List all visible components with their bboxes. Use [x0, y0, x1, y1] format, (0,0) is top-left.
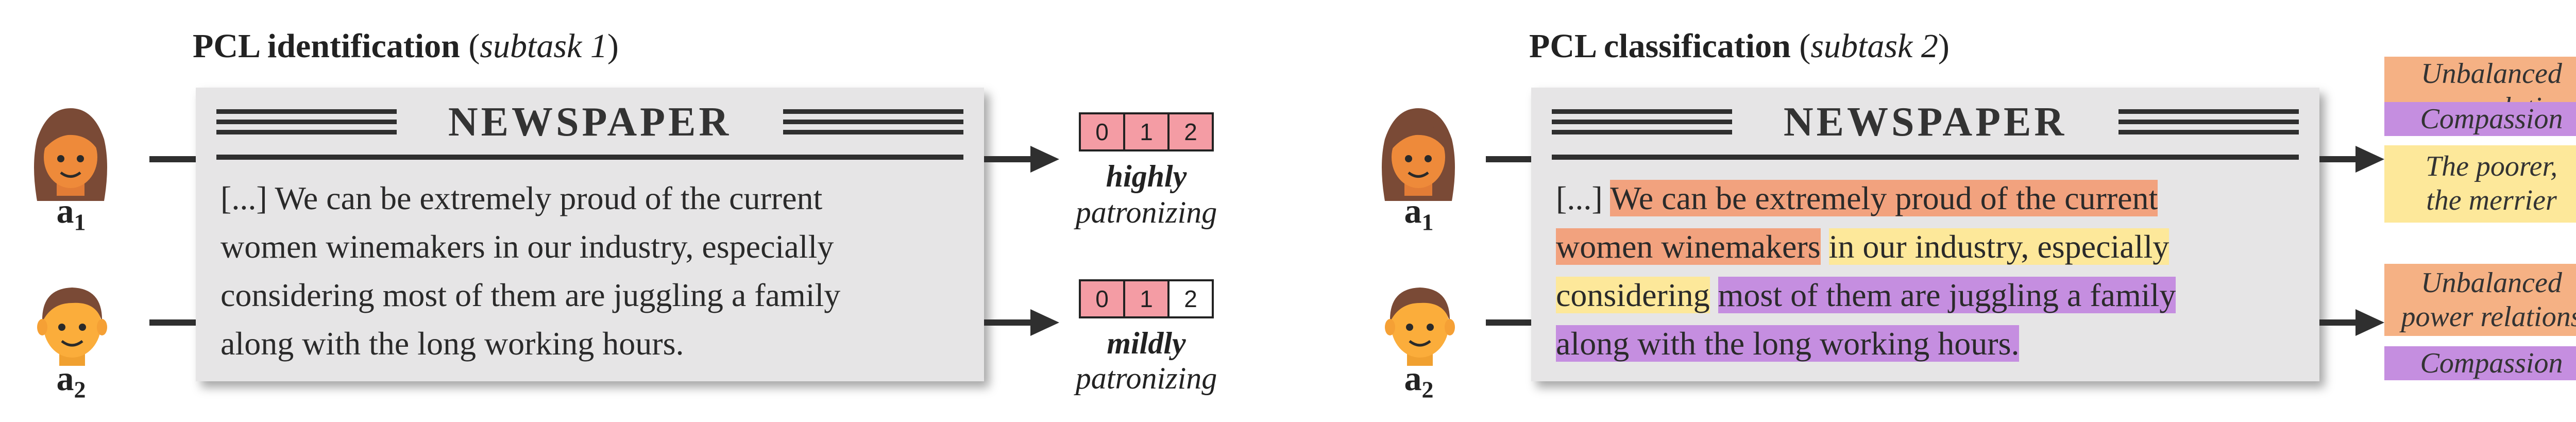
verdict-a2-degree: mildly [1107, 326, 1186, 360]
man-avatar-icon [1385, 288, 1455, 366]
verdict-a2-label: patronizing [1075, 361, 1217, 395]
arrow-a1-in [149, 156, 196, 162]
annotator-a1-label: a1 [56, 191, 86, 235]
man-avatar-icon [37, 288, 107, 366]
subtask1-title: PCL identification (subtask 1) [193, 27, 619, 65]
newspaper-title-2: NEWSPAPER [1783, 99, 2067, 145]
subtask1-title-sub: subtask 1 [480, 27, 607, 65]
woman-avatar-icon [1382, 108, 1455, 201]
annotator-a1-label-2: a1 [1404, 191, 1434, 235]
arrow-right-icon [2355, 146, 2384, 173]
category-compassion-a2: Compassion [2384, 346, 2576, 380]
arrow-a2-out [984, 319, 1036, 326]
scale-cell: 1 [1125, 114, 1170, 149]
arrow-right-icon [1030, 146, 1059, 173]
annotator-a2-label-2: a2 [1404, 359, 1434, 403]
pcl-scale-a1: 0 1 2 [1079, 112, 1214, 151]
highlight-poorer-merrier: considering [1556, 277, 1710, 313]
highlight-poorer-merrier: in our industry, especially [1828, 228, 2170, 265]
woman-avatar-icon [34, 108, 107, 201]
newspaper-card-2: NEWSPAPER [...] We can be extremely prou… [1531, 88, 2319, 381]
highlight-compassion: along with the long working hours. [1556, 325, 2020, 362]
category-poorer-merrier-a1: The poorer, the merrier [2384, 145, 2576, 223]
category-unbalanced-power-a2: Unbalanced power relations [2384, 264, 2576, 336]
subtask2-title-sub: subtask 2 [1810, 27, 1938, 65]
highlight-unbalanced-power: We can be extremely proud of the current [1610, 180, 2158, 216]
scale-cell: 2 [1170, 281, 1212, 316]
highlight-compassion: most of them are juggling a family [1718, 277, 2176, 313]
scale-cell: 0 [1081, 281, 1125, 316]
arrow-a2-in-2 [1486, 319, 1532, 326]
pcl-scale-a2: 0 1 2 [1079, 279, 1214, 318]
newspaper-card-1: NEWSPAPER [...] We can be extremely prou… [196, 88, 984, 381]
arrow-a1-out [984, 156, 1036, 162]
arrow-right-icon [1030, 309, 1059, 336]
category-compassion-a1: Compassion [2384, 102, 2576, 136]
subtask2-title: PCL classification (subtask 2) [1529, 27, 1950, 65]
scale-cell: 0 [1081, 114, 1125, 149]
arrow-a1-in-2 [1486, 156, 1532, 162]
arrow-a1-out-2 [2319, 156, 2361, 162]
scale-cell: 1 [1125, 281, 1170, 316]
arrow-right-icon [2355, 309, 2384, 336]
article-text-2: [...] We can be extremely proud of the c… [1556, 180, 2176, 362]
verdict-a1-label: patronizing [1075, 195, 1217, 229]
scale-cell: 2 [1170, 114, 1212, 149]
verdict-a1-degree: highly [1106, 159, 1187, 193]
annotator-a2-label: a2 [56, 359, 86, 403]
arrow-a2-out-2 [2319, 319, 2361, 326]
article-text-1: [...] We can be extremely proud of the c… [221, 180, 841, 362]
highlight-unbalanced-power: women winemakers [1556, 228, 1821, 265]
arrow-a2-in [149, 319, 196, 326]
subtask2-title-main: PCL classification [1529, 27, 1791, 65]
subtask1-title-main: PCL identification [193, 27, 460, 65]
newspaper-title-1: NEWSPAPER [448, 99, 732, 145]
